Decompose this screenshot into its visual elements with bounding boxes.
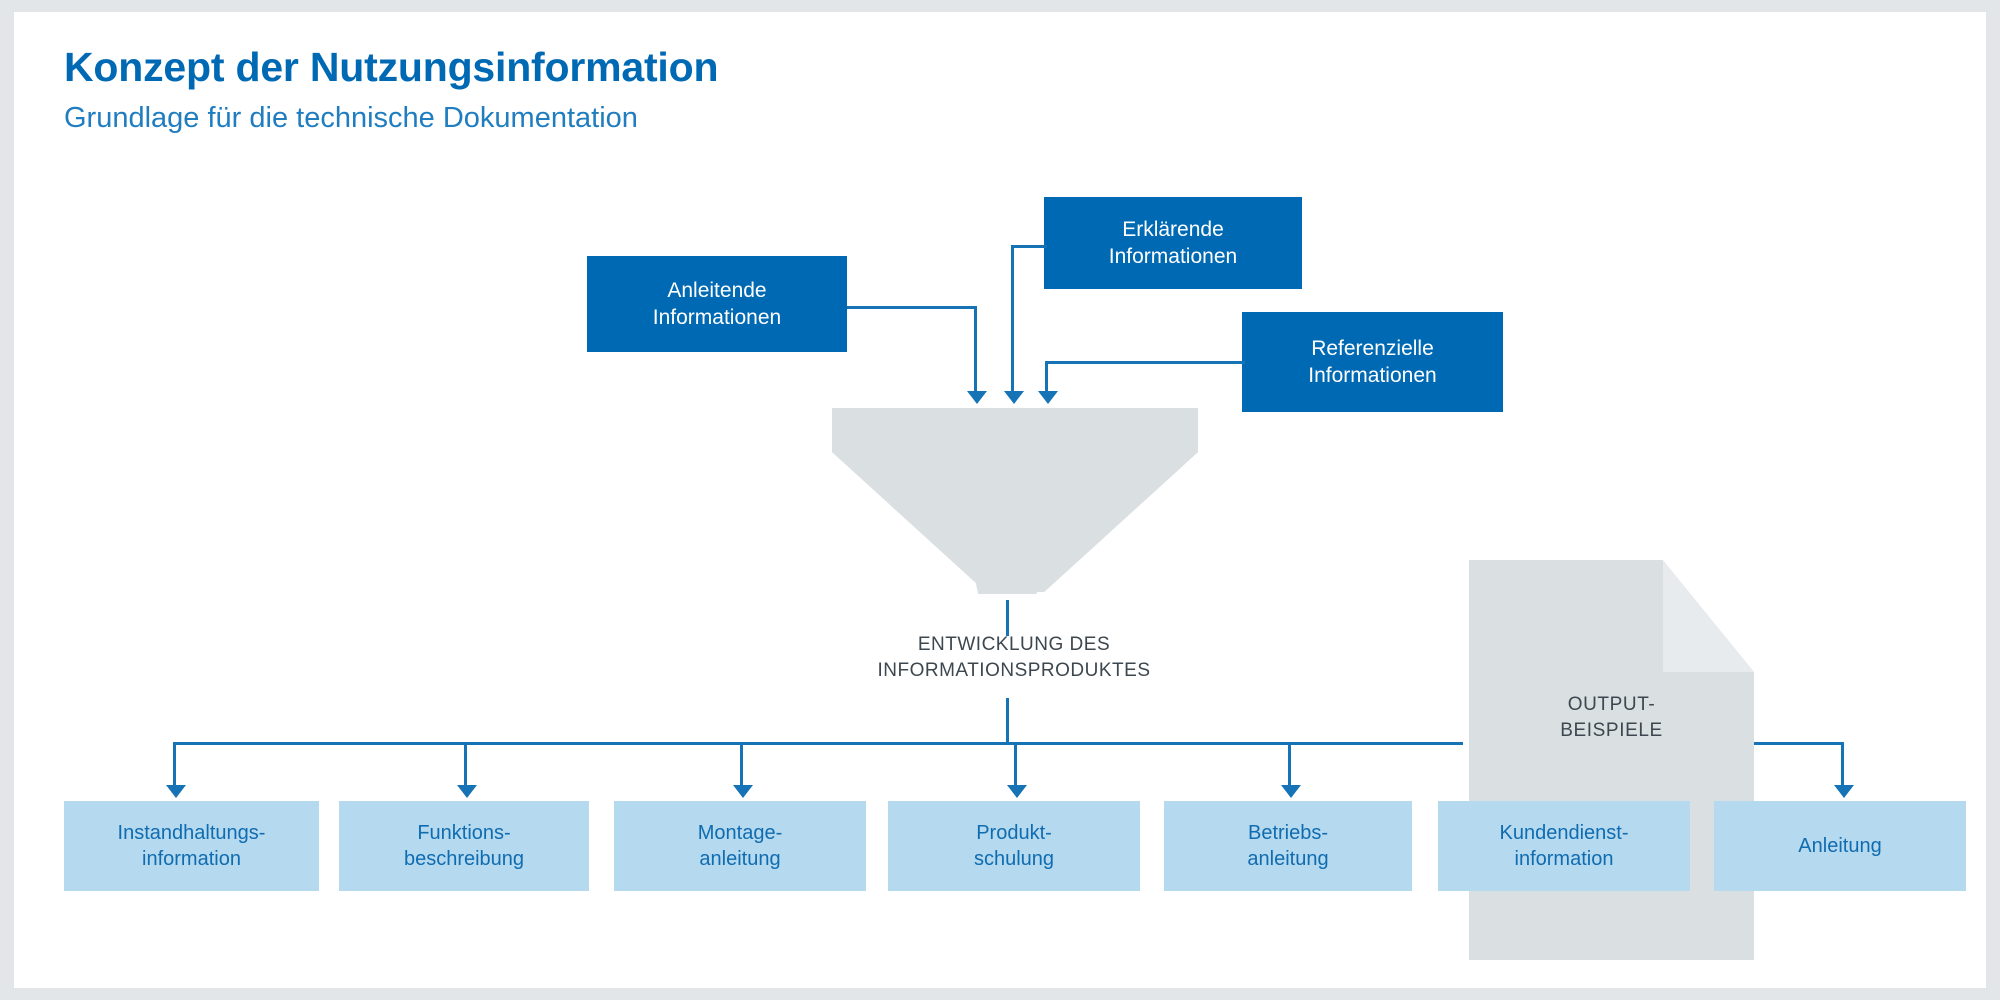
output-document-shape [1469, 560, 1754, 960]
connector-referenzielle-vertical [1045, 361, 1048, 393]
connector-erklaerende-vertical [1011, 245, 1014, 393]
output-box-anleitung[interactable]: Anleitung [1714, 801, 1966, 891]
input-box-erklaerende-informationen[interactable]: Erklärende Informationen [1044, 197, 1302, 289]
connector-caption-to-rail [1006, 698, 1009, 743]
arrowhead-montageanleitung [733, 785, 753, 798]
arrowhead-anleitung [1834, 785, 1854, 798]
connector-anleitende-vertical [974, 306, 977, 393]
diagram-canvas: Konzept der Nutzungsinformation Grundlag… [14, 12, 1986, 988]
output-box-line1: Betriebs- [1247, 821, 1329, 844]
connector-drop-betriebsanleitung [1288, 742, 1291, 787]
output-box-line1: Anleitung [1798, 834, 1882, 857]
input-box-anleitende-informationen[interactable]: Anleitende Informationen [587, 256, 847, 352]
output-box-line2: information [1514, 848, 1614, 870]
arrowhead-instandhaltungsinformation [166, 785, 186, 798]
page-subtitle: Grundlage für die technische Dokumentati… [64, 102, 638, 134]
funnel-body [832, 408, 1198, 592]
output-box-line2: anleitung [699, 848, 781, 870]
input-box-line1: Anleitende [667, 278, 767, 302]
output-box-line1: Instandhaltungs- [117, 821, 266, 844]
arrowhead-anleitende [967, 391, 987, 404]
funnel-spout [974, 574, 1042, 594]
page-title: Konzept der Nutzungsinformation [64, 44, 719, 90]
output-document-label: OUTPUT- BEISPIELE [1469, 692, 1754, 743]
output-box-line1: Funktions- [417, 821, 511, 844]
input-box-referenzielle-informationen[interactable]: Referenzielle Informationen [1242, 312, 1503, 412]
output-box-line2: schulung [973, 848, 1055, 870]
connector-drop-montageanleitung [740, 742, 743, 787]
input-box-line1: Erklärende [1122, 217, 1224, 241]
connector-erklaerende-horizontal [1011, 245, 1047, 248]
output-box-produktschulung[interactable]: Produkt- schulung [888, 801, 1140, 891]
output-box-funktionsbeschreibung[interactable]: Funktions- beschreibung [339, 801, 589, 891]
arrowhead-produktschulung [1007, 785, 1027, 798]
input-box-line2: Informationen [1108, 245, 1238, 268]
arrowhead-erklaerende [1004, 391, 1024, 404]
funnel-shape [832, 408, 1198, 592]
connector-drop-instandhaltungsinformation [173, 742, 176, 787]
output-box-kundendienstinformation[interactable]: Kundendienst- information [1438, 801, 1690, 891]
connector-drop-produktschulung [1014, 742, 1017, 787]
connector-drop-anleitung [1841, 742, 1844, 787]
input-box-line1: Referenzielle [1311, 336, 1434, 360]
output-box-line2: beschreibung [403, 848, 525, 870]
arrowhead-funktionsbeschreibung [457, 785, 477, 798]
connector-drop-funktionsbeschreibung [464, 742, 467, 787]
output-box-montageanleitung[interactable]: Montage- anleitung [614, 801, 866, 891]
arrowhead-betriebsanleitung [1281, 785, 1301, 798]
distribution-rail-right [1754, 742, 1844, 745]
output-document-label-line2: BEISPIELE [1560, 719, 1663, 741]
output-box-line1: Montage- [697, 821, 783, 844]
connector-funnel-stem [1006, 600, 1009, 636]
output-box-instandhaltungsinformation[interactable]: Instandhaltungs- information [64, 801, 319, 891]
output-box-line2: information [142, 848, 241, 870]
output-document-label-line1: OUTPUT- [1567, 694, 1656, 715]
connector-referenzielle-horizontal [1045, 361, 1245, 364]
input-box-line2: Informationen [652, 306, 782, 329]
funnel-caption-line1: ENTWICKLUNG DES [917, 634, 1111, 655]
distribution-rail-left [173, 742, 1463, 745]
output-box-betriebsanleitung[interactable]: Betriebs- anleitung [1164, 801, 1412, 891]
arrowhead-referenzielle [1038, 391, 1058, 404]
output-box-line2: anleitung [1247, 848, 1329, 870]
connector-anleitende-horizontal [847, 306, 977, 309]
output-box-line1: Produkt- [976, 821, 1052, 844]
funnel-caption: ENTWICKLUNG DES INFORMATIONSPRODUKTES [784, 632, 1244, 683]
input-box-line2: Informationen [1308, 364, 1437, 387]
funnel-caption-line2: INFORMATIONSPRODUKTES [877, 659, 1151, 681]
output-box-line1: Kundendienst- [1499, 821, 1629, 844]
